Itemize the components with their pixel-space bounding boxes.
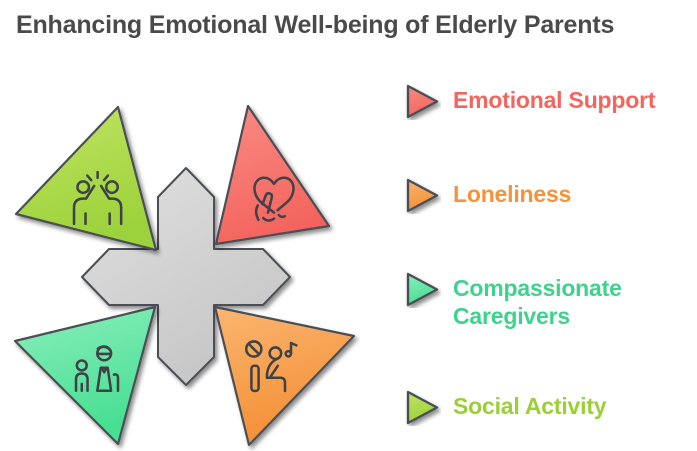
legend-item-social-activity: Social Activity xyxy=(405,390,607,426)
hub-cross-shape xyxy=(81,167,291,386)
segment-top-right-triangle xyxy=(214,104,331,246)
diagram xyxy=(0,60,360,451)
legend-item-loneliness: Loneliness xyxy=(405,178,571,214)
high-five-icon xyxy=(72,170,123,226)
segment-top-left-triangle xyxy=(14,105,158,252)
legend: Emotional Support Loneliness Compassiona… xyxy=(405,60,690,451)
triangle-right-icon xyxy=(406,390,439,425)
triangle-right-icon xyxy=(406,84,439,119)
page-title: Enhancing Emotional Well-being of Elderl… xyxy=(16,11,615,39)
legend-item-emotional-support: Emotional Support xyxy=(405,84,656,120)
triangle-right-icon xyxy=(406,272,439,307)
triangle-right-icon xyxy=(406,178,439,213)
legend-item-compassionate-caregivers: Compassionate Caregivers xyxy=(405,272,678,330)
heart-in-hand-icon xyxy=(253,176,295,222)
caregiver-family-icon xyxy=(74,345,120,393)
lonely-person-icon xyxy=(244,340,298,393)
legend-label: Loneliness xyxy=(453,181,572,207)
legend-label: Social Activity xyxy=(453,393,607,419)
legend-label: Emotional Support xyxy=(453,87,656,113)
legend-label: Compassionate Caregivers xyxy=(453,275,622,329)
diagram-svg xyxy=(13,104,356,447)
segment-bottom-right-triangle xyxy=(213,305,356,447)
